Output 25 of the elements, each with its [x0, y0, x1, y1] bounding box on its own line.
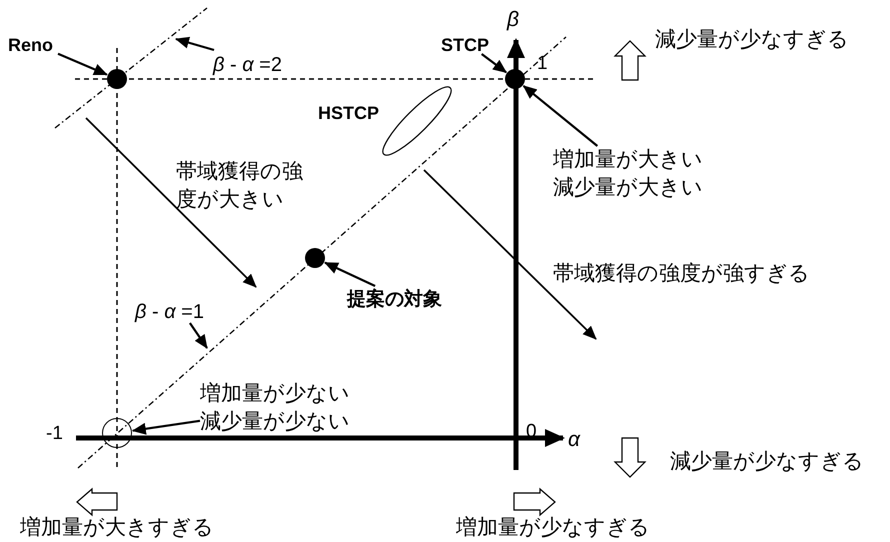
text-label: 増加量が大きい減少量が大きい: [553, 147, 704, 201]
text-label: 1: [537, 52, 548, 76]
text-label: 帯域獲得の強度が強すぎる: [553, 261, 810, 287]
text-label: Reno: [8, 34, 54, 57]
arrow: [175, 36, 214, 52]
text-label: α: [568, 427, 580, 453]
text-label: HSTCP: [318, 102, 380, 125]
arrow: [481, 53, 507, 74]
arrow: [324, 262, 376, 287]
arrow: [188, 322, 208, 349]
arrow: [58, 52, 108, 76]
text-label: 減少量が少なすぎる: [670, 449, 864, 475]
equation-label: β - α =2: [213, 53, 283, 78]
text-label: 提案の対象: [347, 287, 443, 312]
text-label: -1: [46, 422, 63, 446]
text-label: 増加量が少ない減少量が少ない: [200, 381, 351, 435]
text-label: 増加量が少なすぎる: [456, 515, 650, 541]
text-label: β: [507, 7, 519, 33]
text-label: STCP: [441, 34, 490, 57]
text-label: 減少量が少なすぎる: [655, 27, 849, 53]
text-label: 増加量が大きすぎる: [20, 515, 214, 541]
arrow: [132, 420, 200, 435]
text-label: 帯域獲得の強度が大きい: [176, 159, 304, 213]
arrow: [522, 85, 598, 147]
equation-label: β - α =1: [135, 300, 205, 325]
